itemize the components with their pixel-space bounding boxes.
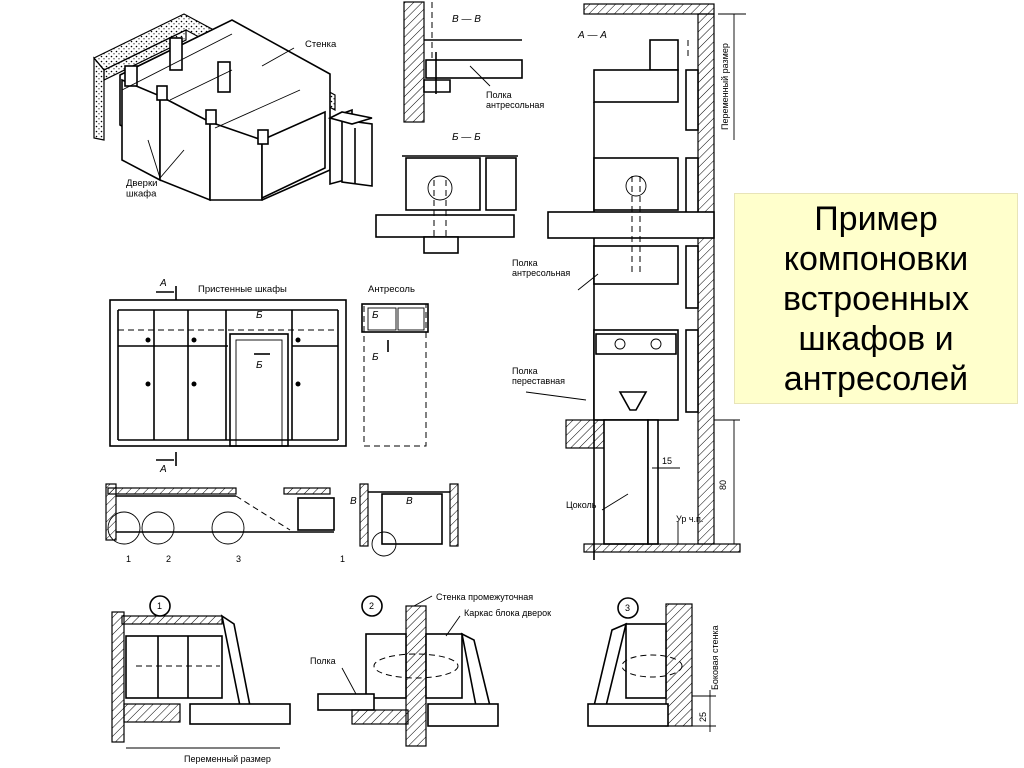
mark-v-1: В <box>350 496 357 507</box>
callout-1: 1 <box>126 554 131 564</box>
wall-cabinets-label: Пристенные шкафы <box>198 284 287 295</box>
callout-2: 2 <box>166 554 171 564</box>
mark-b-2: Б <box>256 360 263 371</box>
plan-view: 1 2 3 В В 1 <box>105 483 459 564</box>
side-wall-label: Боковая стенка <box>710 625 720 690</box>
section-b-b: Б — Б <box>375 132 518 254</box>
section-vv-title: В — В <box>452 14 481 25</box>
detail-3: 3 Боковая стенка 25 <box>587 597 720 732</box>
slide-title: Пример компоновки встроенных шкафов и ан… <box>783 199 969 398</box>
detail-variable-size-label: Переменный размер <box>184 754 271 764</box>
mark-a-top: А <box>159 278 167 289</box>
section-bb-title: Б — Б <box>452 132 481 143</box>
dim-25: 25 <box>698 712 708 722</box>
wall-label: Стенка <box>305 39 337 50</box>
mark-b-4: Б <box>372 352 379 363</box>
aa-variable-size-label: Переменный размер <box>720 43 730 130</box>
detail-1-number: 1 <box>157 601 162 611</box>
detail-1: 1 Переменный размер <box>111 595 291 764</box>
detail-3-number: 3 <box>625 603 630 613</box>
plinth-label: Цоколь <box>566 500 597 510</box>
dim-80: 80 <box>718 480 728 490</box>
door-frame-label: Каркас блока дверок <box>464 608 551 618</box>
shelf-label: Полка <box>310 656 336 666</box>
dim-15: 15 <box>662 456 672 466</box>
section-aa-title: А — А <box>577 30 607 41</box>
mark-a-bottom: А <box>159 464 167 475</box>
wall-cabinets-elevation: Пристенные шкафы А Б Б А <box>109 278 347 475</box>
callout-3: 3 <box>236 554 241 564</box>
detail-2: 2 Стенка промежуточная Каркас блока двер… <box>310 592 551 747</box>
mezzanine-label: Антресоль <box>368 284 415 295</box>
floor-level-label: Ур ч.п. <box>676 514 703 524</box>
intermediate-wall-label: Стенка промежуточная <box>436 592 533 602</box>
mark-b-1: Б <box>256 310 263 321</box>
mark-b-3: Б <box>372 310 379 321</box>
detail-2-number: 2 <box>369 601 374 611</box>
mezzanine-elevation: Антресоль Б Б <box>361 284 429 447</box>
section-a-a: А — А Переменный разм <box>512 3 746 560</box>
slide-title-box: Пример компоновки встроенных шкафов и ан… <box>734 193 1018 404</box>
mark-v-2: В <box>406 496 413 507</box>
callout-1b: 1 <box>340 554 345 564</box>
